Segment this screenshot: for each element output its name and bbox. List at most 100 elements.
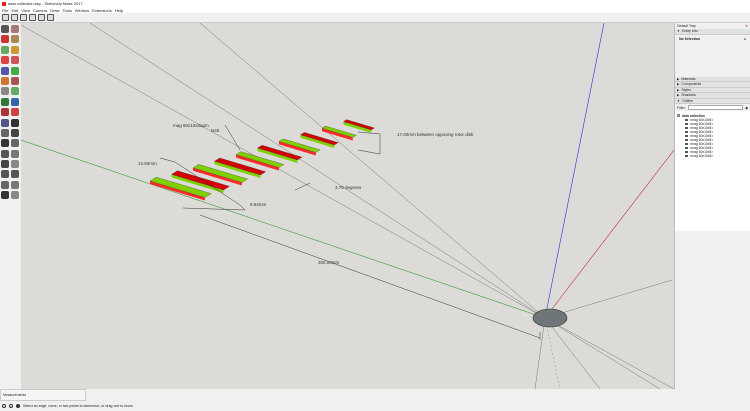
menu-camera[interactable]: Camera — [32, 7, 48, 13]
outline-item[interactable]: <mag 60x10x5> — [677, 138, 748, 142]
user-icon[interactable] — [16, 404, 20, 408]
panel-styles[interactable]: ▶Styles — [675, 87, 750, 93]
measurements-box[interactable]: Measurements — [0, 389, 86, 401]
tool-13-icon[interactable] — [11, 87, 19, 96]
magnet-side — [322, 128, 353, 141]
tool-3-icon[interactable] — [11, 35, 19, 44]
tool-33-icon[interactable] — [11, 191, 19, 200]
tool-23-icon[interactable] — [11, 139, 19, 148]
tool-6-icon[interactable] — [1, 56, 9, 65]
tool-24-icon[interactable] — [1, 149, 9, 158]
menu-draw[interactable]: Draw — [50, 7, 60, 13]
tool-0-icon[interactable] — [1, 25, 9, 33]
tool-2-icon[interactable] — [1, 35, 9, 44]
tool-9-icon[interactable] — [11, 66, 19, 75]
tool-20-icon[interactable] — [1, 128, 9, 137]
tool-4-icon[interactable] — [1, 45, 9, 54]
panel-components[interactable]: ▶Components — [675, 82, 750, 88]
tool-17-icon[interactable] — [11, 108, 19, 117]
angle-dimension[interactable]: 3.75 degrees — [335, 185, 362, 190]
magnet[interactable] — [235, 151, 285, 168]
outline-filter-row: Filter:◆ — [675, 104, 750, 111]
outline-item[interactable]: <mag 60x10x5> — [677, 126, 748, 130]
radius-dimension[interactable]: 300.00mm — [318, 260, 340, 265]
menu-help[interactable]: Help — [114, 7, 123, 13]
top-view-icon[interactable] — [11, 14, 18, 21]
menu-tools[interactable]: Tools — [62, 7, 72, 13]
magnet-label[interactable]: mag 60x10x5apm — [173, 123, 209, 128]
credits-icon[interactable] — [9, 404, 13, 408]
magnet[interactable] — [321, 125, 357, 138]
magnet[interactable] — [300, 132, 339, 146]
filter-input[interactable] — [687, 105, 744, 110]
tool-19-icon[interactable] — [11, 118, 19, 127]
outline-item-label: <mag 60x10x5> — [689, 134, 714, 138]
tool-28-icon[interactable] — [1, 170, 9, 179]
front-view-icon[interactable] — [20, 14, 27, 21]
tool-5-icon[interactable] — [11, 45, 19, 54]
iso-view-icon[interactable] — [2, 14, 9, 21]
outline-item[interactable]: <mag 60x10x5> — [677, 130, 748, 134]
tool-25-icon[interactable] — [11, 149, 19, 158]
tool-18-icon[interactable] — [1, 118, 9, 127]
tool-32-icon[interactable] — [1, 191, 9, 200]
outline-item[interactable]: <mag 60x10x5> — [677, 118, 748, 122]
magnet-grade-label[interactable]: N45 — [211, 128, 220, 133]
menu-extensions[interactable]: Extensions — [92, 7, 112, 13]
tool-31-icon[interactable] — [11, 180, 19, 189]
tool-29-icon[interactable] — [11, 170, 19, 179]
outline-item[interactable]: <mag 60x10x5> — [677, 146, 748, 150]
tool-10-icon[interactable] — [1, 76, 9, 85]
tool-7-icon[interactable] — [11, 56, 19, 65]
outline-item[interactable]: <mag 60x10x5> — [677, 150, 748, 154]
tool-26-icon[interactable] — [1, 160, 9, 169]
spacing-dimension[interactable]: 9.64mm — [250, 202, 267, 207]
menu-view[interactable]: View — [21, 7, 30, 13]
tool-21-icon[interactable] — [11, 128, 19, 137]
panel-outline[interactable]: ▼Outline — [675, 98, 750, 104]
magnet[interactable] — [214, 157, 267, 176]
tool-16-icon[interactable] — [1, 108, 9, 117]
panel-shadows[interactable]: ▶Shadows — [675, 93, 750, 99]
menu-window[interactable]: Window — [74, 7, 90, 13]
menu-edit[interactable]: Edit — [11, 7, 19, 13]
magnet[interactable] — [171, 170, 230, 191]
left-view-icon[interactable] — [47, 14, 54, 21]
width-dimension[interactable]: 13.50mm — [138, 161, 157, 166]
tool-27-icon[interactable] — [11, 160, 19, 169]
outline-root[interactable]: data collection — [677, 113, 748, 118]
magnet[interactable] — [278, 138, 321, 153]
outline-item-label: <mag 60x10x5> — [689, 126, 714, 130]
magnet[interactable] — [149, 176, 212, 198]
panel-entity-info[interactable]: ▼Entity Info — [675, 29, 750, 35]
tool-15-icon[interactable] — [11, 97, 19, 106]
outline-item[interactable]: <mag 60x10x5> — [677, 142, 748, 146]
tool-14-icon[interactable] — [1, 97, 9, 106]
outline-item[interactable]: <mag 60x10x5> — [677, 122, 748, 126]
tray-header: Default Tray✕ — [675, 23, 750, 29]
panel-materials[interactable]: ▶Materials — [675, 76, 750, 82]
tool-30-icon[interactable] — [1, 180, 9, 189]
tool-22-icon[interactable] — [1, 139, 9, 148]
outline-item[interactable]: <mag 60x10x5> — [677, 134, 748, 138]
back-view-icon[interactable] — [38, 14, 45, 21]
tool-8-icon[interactable] — [1, 66, 9, 75]
tool-12-icon[interactable] — [1, 87, 9, 96]
rotor-disk[interactable] — [532, 308, 568, 328]
person-icon: ● — [743, 36, 746, 41]
gap-dimension[interactable]: 17.00mm between opposing rotor disk — [397, 132, 474, 137]
menu-file[interactable]: File — [2, 7, 9, 13]
model-viewport[interactable]: mag 60x10x5apm N45 13.50mm 17.00mm betwe… — [20, 22, 675, 390]
outline-item[interactable]: <mag 60x10x5> — [677, 154, 748, 158]
close-icon[interactable]: ✕ — [745, 24, 748, 28]
tool-11-icon[interactable] — [11, 76, 19, 85]
magnet[interactable] — [343, 119, 375, 131]
magnet[interactable] — [257, 145, 303, 161]
panel-label: Entity Info — [681, 29, 698, 34]
right-view-icon[interactable] — [29, 14, 36, 21]
magnet-side — [236, 154, 279, 171]
geolocation-icon[interactable] — [2, 404, 6, 408]
magnet[interactable] — [192, 164, 248, 183]
tool-1-icon[interactable] — [11, 25, 19, 33]
outline-options-icon[interactable]: ◆ — [745, 105, 748, 110]
